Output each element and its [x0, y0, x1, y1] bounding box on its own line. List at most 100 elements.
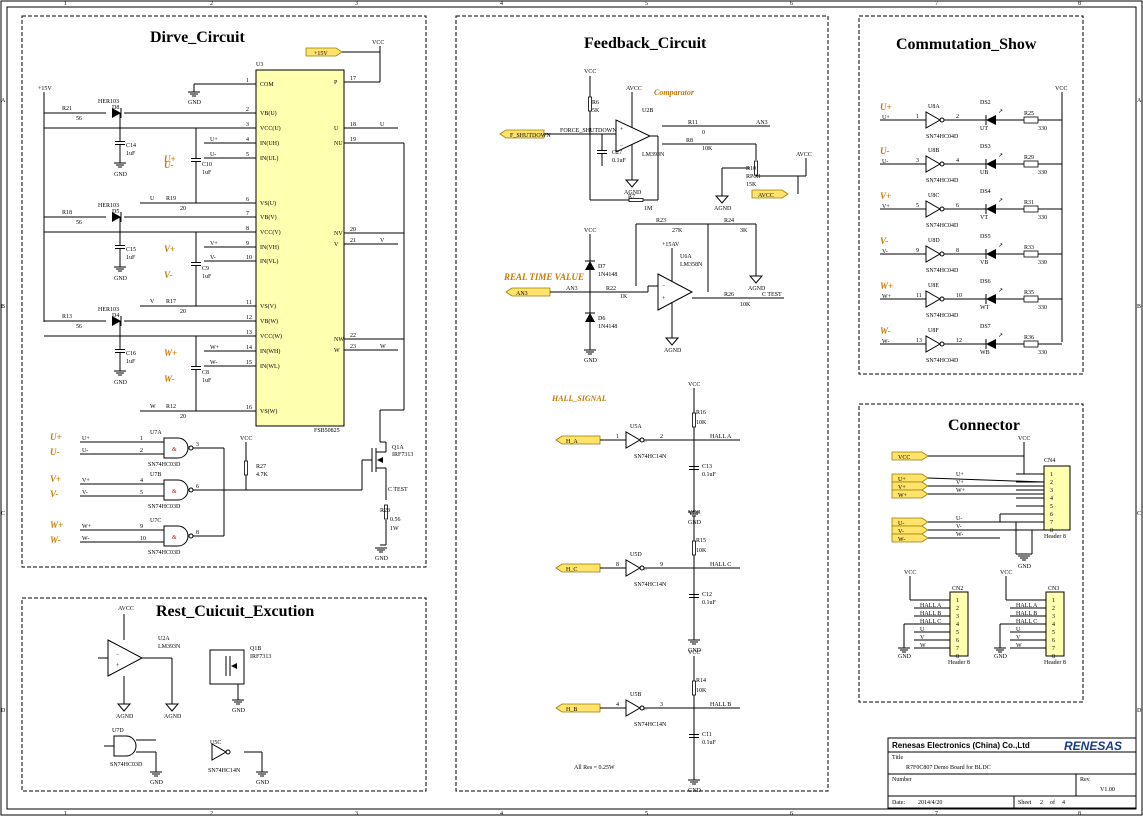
- ic-pin-name: VS(V): [260, 303, 276, 310]
- ic-pin-name: VS(U): [260, 200, 276, 207]
- resistor-ref: R12: [166, 404, 176, 410]
- ic-pin-name: VCC(W): [260, 333, 282, 340]
- resistor-ref: R14: [696, 678, 706, 684]
- pin-number: 5: [1050, 504, 1053, 510]
- commutation-border: [858, 15, 1084, 375]
- pin-number: 9: [660, 562, 663, 568]
- r28-watt: 1W: [390, 526, 399, 532]
- sheet-of: of: [1050, 799, 1055, 806]
- gate-part: SN74HC04D: [926, 268, 959, 274]
- resistor-value: 56: [76, 324, 82, 330]
- avcc-top: AVCC: [796, 152, 812, 158]
- connector-border: [858, 403, 1084, 703]
- pin-number: 1: [616, 434, 619, 440]
- d7-part: 1N4148: [598, 272, 617, 278]
- phase-label: V-: [880, 236, 889, 246]
- cn4-vcc: VCC: [1018, 436, 1030, 442]
- resistor-value: 330: [1038, 350, 1047, 356]
- inverter: [925, 335, 945, 353]
- frame-col-top: 4: [500, 1, 503, 7]
- cn4-body: [1043, 465, 1071, 531]
- phase-label: W+: [50, 520, 63, 530]
- pin-number: 2: [1052, 606, 1055, 612]
- gate-ref: U7A: [150, 430, 162, 436]
- capacitor-ref: C14: [126, 143, 136, 149]
- net-label: V+: [82, 478, 90, 484]
- pin-number: 12: [956, 338, 962, 344]
- commutation-vcc: VCC: [1055, 86, 1067, 92]
- header-body: [1045, 591, 1065, 657]
- fb-vcc-2: VCC: [584, 228, 596, 234]
- gnd-label: GND: [1018, 564, 1032, 570]
- vcc-r27: VCC: [240, 436, 252, 442]
- net-label: U+: [882, 115, 890, 121]
- phase-label: U-: [880, 146, 890, 156]
- resistor-ref: R18: [62, 210, 72, 216]
- led: [986, 204, 996, 214]
- gnd-label: GND: [188, 100, 202, 106]
- pin-number: 4: [616, 702, 619, 708]
- net-label: V+: [882, 204, 890, 210]
- pin-number: 2: [1050, 480, 1053, 486]
- c27-value: 0.1uF: [612, 158, 627, 164]
- an3-label: AN3: [756, 120, 768, 126]
- gate-symbol: &: [172, 447, 177, 453]
- capacitor-value: 1uF: [126, 359, 136, 365]
- rpot-label: RPot1: [746, 174, 761, 180]
- ic-pin-name: U: [334, 126, 339, 132]
- feedback-border: [455, 15, 829, 792]
- resistor-ref: R35: [1024, 290, 1034, 296]
- r24-value: 3K: [740, 228, 748, 234]
- pin-number: 4: [140, 478, 143, 484]
- led-label: WT: [980, 305, 990, 311]
- pin-number: 11: [916, 293, 922, 299]
- capacitor-ref: C15: [126, 247, 136, 253]
- ic-pin-number: 14: [246, 345, 252, 351]
- resistor-value: 330: [1038, 215, 1047, 221]
- schmitt-inverter: [625, 559, 645, 577]
- phase-label: V-: [164, 270, 173, 280]
- gnd-label: GND: [898, 654, 912, 660]
- ic-pin-number: 22: [350, 333, 356, 339]
- reset-gnd-3: GND: [256, 780, 270, 786]
- pin-number: 5: [1052, 630, 1055, 636]
- u2a-ref: U2A: [158, 636, 170, 642]
- pin-number: 1: [916, 114, 919, 120]
- led-label: VT: [980, 215, 988, 221]
- drive-border: [21, 15, 427, 568]
- gate-ref: U5A: [630, 424, 642, 430]
- fb-ctest: C TEST: [762, 292, 782, 298]
- gate-part: SN74HC03D: [148, 550, 181, 556]
- capacitor-ref: C11: [702, 732, 712, 738]
- tag-text: VCC: [898, 455, 910, 461]
- resistor-value: 330: [1038, 170, 1047, 176]
- frame-row-right: B: [1137, 304, 1141, 310]
- gate-ref: U8C: [928, 193, 939, 199]
- capacitor-value: 1uF: [126, 255, 136, 261]
- r27-value: 4.7K: [256, 472, 269, 478]
- pin-number: 7: [956, 646, 959, 652]
- capacitor-ref: C13: [702, 464, 712, 470]
- capacitor: [114, 349, 126, 353]
- reset-gnd-2: GND: [150, 780, 164, 786]
- header-vcc: VCC: [1000, 570, 1012, 576]
- r22-ref: R22: [606, 286, 616, 292]
- svg-text:−: −: [662, 283, 666, 289]
- gnd-symbol: [113, 266, 127, 272]
- net-label: U-: [882, 159, 888, 165]
- ic-fsb50825: [255, 69, 345, 427]
- r27-ref: R27: [256, 464, 266, 470]
- fb-agnd-3: AGND: [664, 348, 682, 354]
- pin-number: 9: [140, 524, 143, 530]
- phase-label: V-: [50, 489, 59, 499]
- avcc-tag: AVCC: [758, 193, 774, 199]
- u7d-ref: U7D: [112, 728, 124, 734]
- led: [986, 249, 996, 259]
- gate-ref: U7B: [150, 472, 161, 478]
